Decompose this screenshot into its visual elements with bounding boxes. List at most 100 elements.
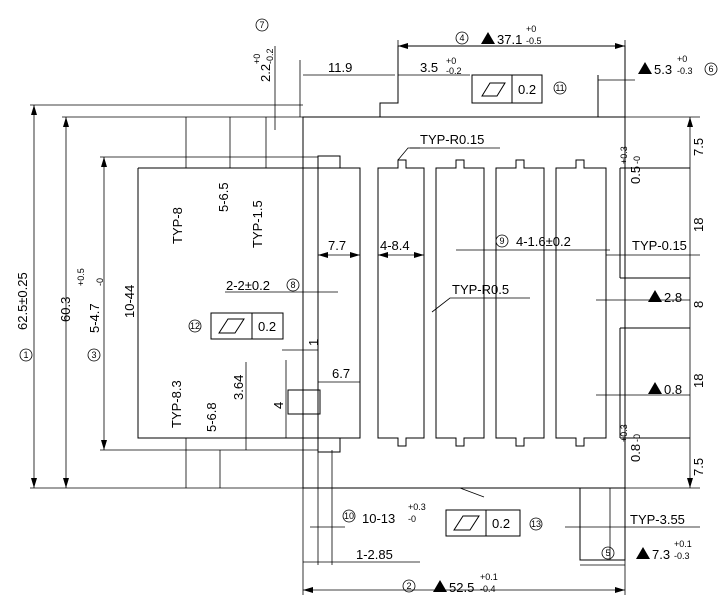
dim-typ-1-5: TYP-1.5 <box>250 200 265 248</box>
part-outline <box>137 45 690 561</box>
balloon-13: 13 <box>531 519 541 529</box>
balloon-2: 2 <box>406 581 411 591</box>
parallelogram-flatness-icon <box>481 82 506 97</box>
dim-5-4-7-tol-plus: +0.5 <box>76 268 86 286</box>
dim-0-8b-tol-minus: -0 <box>632 434 642 442</box>
balloon-9: 9 <box>499 236 504 246</box>
balloon-numbers: 1 2 3 4 5 6 7 8 9 10 11 12 13 <box>19 18 718 593</box>
dim-0-5-tol-plus: +0.3 <box>619 146 629 164</box>
filled-triangle-icon <box>648 382 662 394</box>
dim-4-8-4: 4-8.4 <box>380 238 410 253</box>
flatness-frame-top: 0.2 <box>471 74 543 104</box>
dim-3-5: 3.5 <box>420 60 438 75</box>
dim-6-7: 6.7 <box>332 366 350 381</box>
flatness-value: 0.2 <box>258 319 276 334</box>
balloon-11: 11 <box>555 83 564 93</box>
dim-7-5-top: 7.5 <box>691 138 706 156</box>
dim-52-5-tol-plus: +0.1 <box>480 572 498 582</box>
flatness-frame-left: 0.2 <box>210 312 284 340</box>
dim-2-2-0-2: 2-2±0.2 <box>226 278 270 293</box>
dim-3-64: 3.64 <box>231 375 246 400</box>
flatness-frame-bottom: 0.2 <box>445 509 521 537</box>
dim-typ-8: TYP-8 <box>170 207 185 244</box>
dim-3-5-tol-plus: +0 <box>446 56 456 66</box>
slot-1 <box>317 167 361 439</box>
dim-7-3: 7.3 <box>652 547 670 562</box>
slot-4 <box>495 159 545 447</box>
dim-18-top: 18 <box>691 218 706 232</box>
dim-5-4-7: 5-4.7 <box>87 303 102 333</box>
dim-0-8b: 0.8 <box>628 444 643 462</box>
dim-37-1-tol-minus: -0.5 <box>526 36 542 46</box>
dim-60-3: 60.3 <box>58 297 73 322</box>
filled-triangle-icon <box>638 62 652 74</box>
flatness-value: 0.2 <box>492 516 510 531</box>
dim-2-2: 2.2 <box>258 64 273 82</box>
balloon-12: 12 <box>190 321 200 331</box>
dim-0-8b-tol-plus: +0.3 <box>619 424 629 442</box>
dim-1-2-85: 1-2.85 <box>356 547 393 562</box>
dim-typ-8-3: TYP-8.3 <box>169 380 184 428</box>
arrowheads <box>31 43 693 593</box>
parallelogram-flatness-icon <box>218 318 245 334</box>
dim-2-8: 2.8 <box>664 290 682 305</box>
dim-8: 8 <box>691 301 706 308</box>
balloon-5: 5 <box>605 548 610 558</box>
dim-37-1-tol-plus: +0 <box>526 24 536 34</box>
dim-5-6-5: 5-6.5 <box>216 182 231 212</box>
dim-10-13-tol-minus: -0 <box>408 514 416 524</box>
dim-52-5: 52.5 <box>449 580 474 595</box>
dim-52-5-tol-minus: -0.4 <box>480 584 496 594</box>
dim-7-3-tol-minus: -0.3 <box>674 551 690 561</box>
dim-7-3-tol-plus: +0.1 <box>674 539 692 549</box>
filled-triangle-icon <box>648 290 662 302</box>
dim-11-9: 11.9 <box>328 60 352 75</box>
dim-typ-0-15: TYP-0.15 <box>632 238 687 253</box>
balloon-8: 8 <box>290 280 295 290</box>
dim-2-2-tol-minus: -0.2 <box>265 48 275 64</box>
dim-10-13: 10-13 <box>362 511 395 526</box>
dimension-lines <box>30 40 700 595</box>
dim-0-8: 0.8 <box>664 382 682 397</box>
slot-5 <box>555 159 607 447</box>
dim-10-13-tol-plus: +0.3 <box>408 502 426 512</box>
dim-37-1: 37.1 <box>497 32 522 47</box>
dim-18-bot: 18 <box>691 374 706 388</box>
balloon-10: 10 <box>344 511 354 521</box>
balloon-1: 1 <box>23 350 28 360</box>
dim-typ-3-55: TYP-3.55 <box>630 512 685 527</box>
dim-7-5-bot: 7.5 <box>691 458 706 476</box>
slot-3 <box>435 159 485 447</box>
flatness-value: 0.2 <box>518 82 536 97</box>
dim-3-5-tol-minus: -0.2 <box>446 66 462 76</box>
dim-62-5: 62.5±0.25 <box>15 272 30 330</box>
dim-10-44: 10-44 <box>122 285 137 318</box>
balloon-7: 7 <box>259 20 264 30</box>
dim-7-7: 7.7 <box>328 238 346 253</box>
filled-triangle-icon <box>433 580 447 592</box>
dim-1: 1 <box>306 339 321 346</box>
basic-dimension-markers <box>433 32 662 592</box>
dim-typ-r0-5: TYP-R0.5 <box>452 282 509 297</box>
balloon-3: 3 <box>91 350 96 360</box>
balloon-6: 6 <box>708 64 713 74</box>
parallelogram-flatness-icon <box>453 515 480 531</box>
dimension-text: 62.5±0.25 60.3 5-4.7 +0.5 -0 10-44 TYP-8… <box>15 24 706 595</box>
filled-triangle-icon <box>481 32 495 44</box>
slot-2 <box>377 159 425 447</box>
slot-group <box>287 159 607 447</box>
balloon-4: 4 <box>459 33 464 43</box>
dim-typ-r0-15: TYP-R0.15 <box>420 132 484 147</box>
filled-triangle-icon <box>636 547 650 559</box>
dim-0-5-tol-minus: -0 <box>632 156 642 164</box>
dim-2-2-tol-plus: +0 <box>252 54 262 64</box>
dim-5-4-7-tol-minus: -0 <box>95 278 105 286</box>
dim-4-1-6: 4-1.6±0.2 <box>516 234 571 249</box>
dim-5-3-tol-minus: -0.3 <box>677 66 693 76</box>
dim-5-6-8: 5-6.8 <box>204 402 219 432</box>
dim-5-3: 5.3 <box>654 62 672 77</box>
dim-5-3-tol-plus: +0 <box>677 54 687 64</box>
dim-4: 4 <box>271 402 286 409</box>
dim-0-5: 0.5 <box>628 166 643 184</box>
